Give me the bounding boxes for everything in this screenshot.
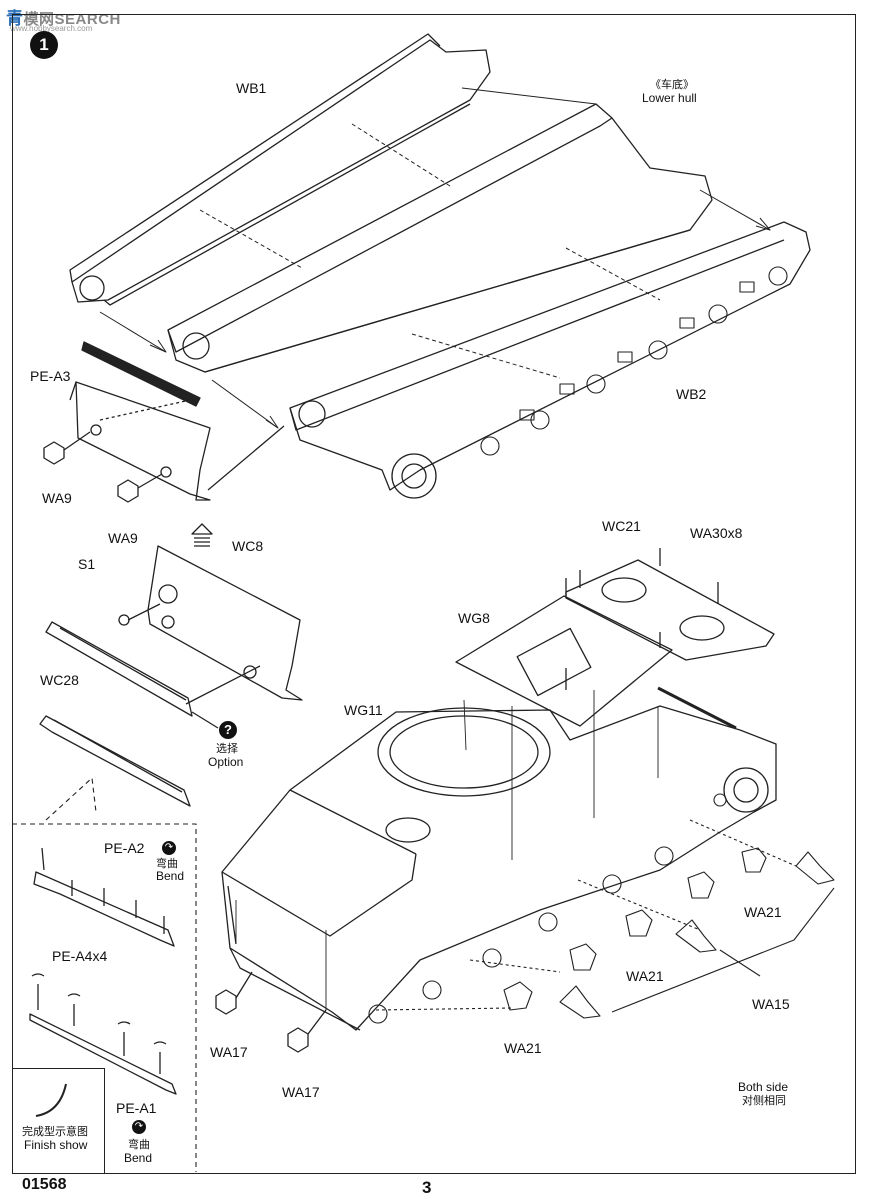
main-hull (221, 686, 777, 1031)
step-number-badge: 1 (30, 31, 58, 59)
label-wa9-b: WA9 (108, 530, 138, 546)
engine-deck (455, 548, 775, 727)
wc8-assembly (45, 545, 303, 717)
pe-a1-part (29, 973, 177, 1095)
label-lower-hull-cn: 《车底》 (650, 78, 694, 91)
wheel-mounts (368, 793, 835, 1024)
wb2-mounts (480, 266, 788, 456)
label-bend-cn-1: 弯曲 (156, 857, 178, 870)
inset-dashes (12, 777, 197, 1172)
label-lower-hull: Lower hull (642, 91, 697, 105)
label-wc21: WC21 (602, 518, 641, 534)
pe-a2-part (33, 847, 175, 947)
up-arrow-mark (191, 523, 213, 547)
wb1-plate (69, 33, 491, 306)
label-wc8: WC8 (232, 538, 264, 554)
label-wa21-b: WA21 (626, 968, 664, 984)
label-option: Option (208, 755, 244, 769)
label-wa15: WA15 (752, 996, 790, 1012)
page-number: 3 (422, 1178, 432, 1197)
catalog-number: 01568 (22, 1176, 67, 1193)
label-wc28: WC28 (40, 672, 79, 688)
watermark-url: www.hobbysearch.com (10, 24, 93, 33)
label-option-cn: 选择 (216, 742, 238, 755)
finish-show-box (12, 1068, 105, 1173)
label-wa30x8: WA30x8 (690, 525, 743, 541)
label-wa17-b: WA17 (282, 1084, 320, 1100)
label-finish-show: Finish show (24, 1138, 88, 1152)
label-finish-show-cn: 完成型示意图 (22, 1125, 88, 1138)
label-pe-a1: PE-A1 (116, 1100, 157, 1116)
watermark-suffix: SEARCH (54, 11, 121, 28)
watermark: 青模网SEARCH (6, 4, 121, 29)
option-icon: ? (219, 721, 237, 739)
label-bend-cn-2: 弯曲 (128, 1138, 150, 1151)
bend-icon-2: ↷ (132, 1120, 146, 1134)
label-both-side-cn: 对侧相同 (742, 1094, 786, 1107)
assembly-arrows (99, 87, 771, 429)
watermark-brand: 青 (6, 9, 24, 28)
label-pe-a2: PE-A2 (104, 840, 145, 856)
leader-lines (235, 690, 659, 1010)
bend-icon: ↷ (162, 841, 176, 855)
label-wb1: WB1 (236, 80, 267, 96)
wa17-parts (215, 971, 327, 1053)
label-wg11: WG11 (344, 702, 383, 718)
page-frame (12, 14, 856, 1174)
label-both-side: Both side (738, 1080, 789, 1094)
label-wa21-a: WA21 (744, 904, 782, 920)
label-wa9-a: WA9 (42, 490, 72, 506)
wb2-plate (289, 221, 811, 499)
label-wa21-c: WA21 (504, 1040, 542, 1056)
label-pe-a4x4: PE-A4x4 (52, 948, 108, 964)
label-wg8: WG8 (458, 610, 490, 626)
label-s1: S1 (78, 556, 96, 572)
lower-hull (167, 103, 713, 373)
option-plate (39, 711, 219, 807)
label-wb2: WB2 (676, 386, 707, 402)
label-bend-1: Bend (156, 869, 185, 883)
label-bend-2: Bend (124, 1151, 153, 1165)
rear-plate (69, 341, 285, 501)
label-pe-a3: PE-A3 (30, 368, 71, 384)
finish-curve (35, 1083, 67, 1117)
watermark-text: 模网 (23, 11, 55, 28)
label-wa17-a: WA17 (210, 1044, 248, 1060)
wa9-parts (43, 431, 163, 503)
